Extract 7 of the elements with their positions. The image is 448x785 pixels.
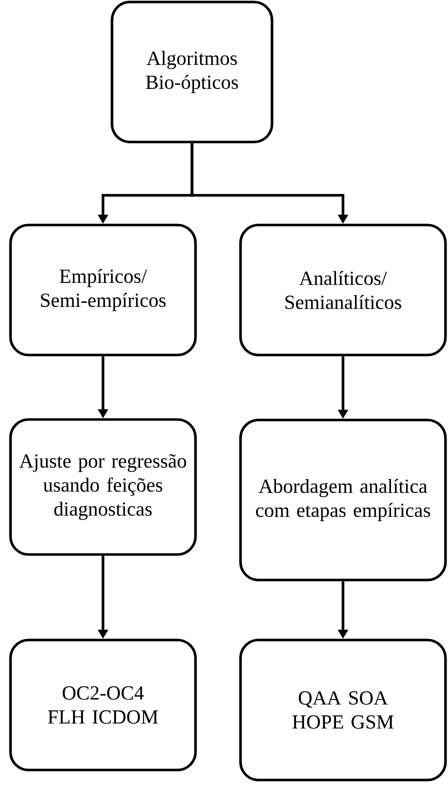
process-box: OC2-OC4 FLH ICDOM: [9, 638, 197, 772]
process-box: QAA SOA HOPE GSM: [239, 638, 447, 782]
process-box: Ajuste por regressão usando feições diagnosticas: [9, 418, 197, 556]
process-box: Algoritmos Bio-ópticos: [110, 0, 274, 144]
process-box: Abordagem analítica com etapas empíricas: [239, 418, 447, 582]
process-box: Empíricos/ Semi-empíricos: [9, 224, 197, 356]
process-box: Analíticos/ Semianalíticos: [239, 224, 447, 356]
